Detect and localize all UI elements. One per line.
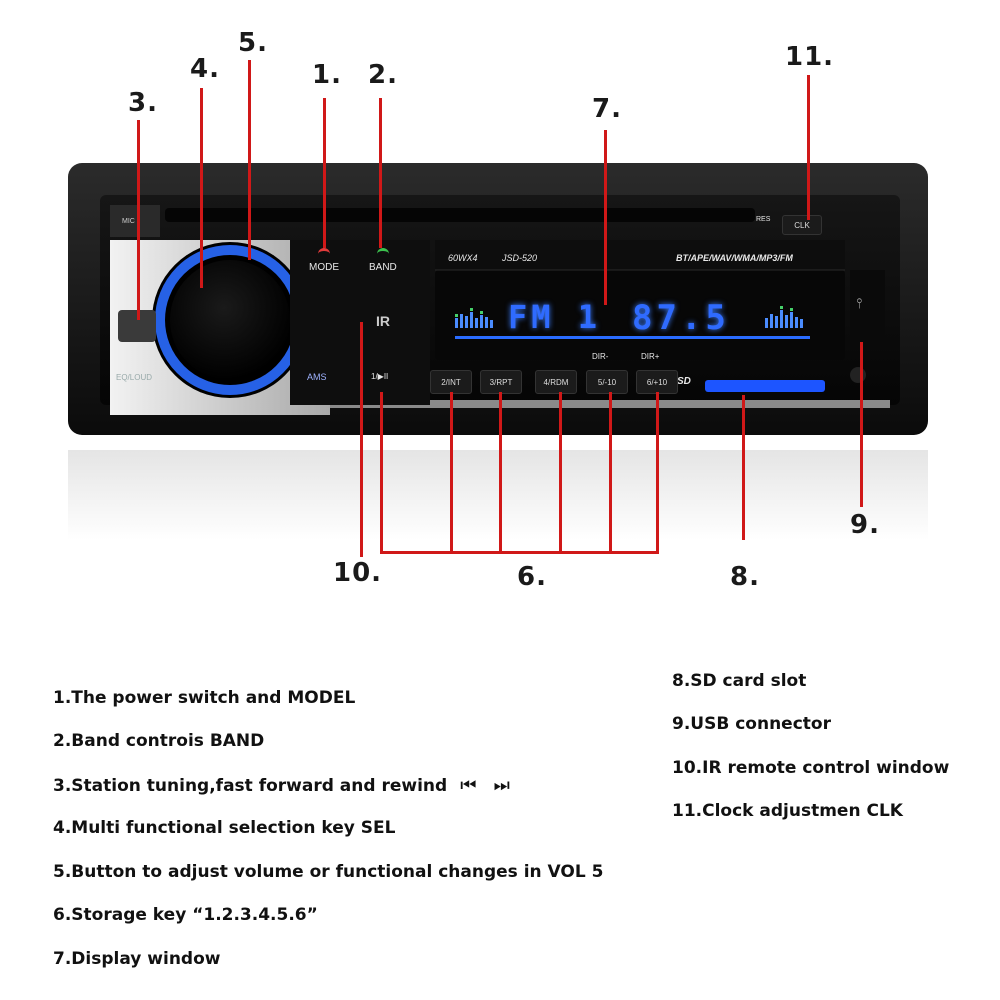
leader-4: [200, 88, 203, 288]
preset-key-2[interactable]: 2/INT: [430, 370, 472, 394]
dir-plus-label: DIR+: [641, 352, 660, 361]
formats-label: BT/APE/WAV/WMA/MP3/FM: [676, 253, 793, 263]
leader-3: [137, 120, 140, 320]
leader-1: [323, 98, 326, 248]
legend-item-2: 2.Band controis BAND: [53, 731, 265, 751]
callout-7: 7.: [592, 94, 622, 124]
callout-9: 9.: [850, 510, 880, 540]
ams-label: AMS: [307, 372, 327, 382]
dir-minus-label: DIR-: [592, 352, 609, 361]
ir-label: IR: [376, 313, 390, 329]
callout-4: 4.: [190, 54, 220, 84]
power-spec-label: 60WX4: [448, 253, 478, 263]
res-label: RES: [756, 216, 771, 223]
preset-key-6[interactable]: 6/+10: [636, 370, 678, 394]
mode-label: MODE: [309, 262, 339, 273]
leader-8: [742, 395, 745, 540]
clk-button[interactable]: CLK: [782, 215, 822, 235]
leader-6-e: [656, 392, 659, 552]
legend-item-4: 4.Multi functional selection key SEL: [53, 818, 396, 838]
rewind-icon: ⏮: [460, 775, 477, 796]
legend-item-5: 5.Button to adjust volume or functional …: [53, 862, 604, 882]
model-label: JSD-520: [502, 253, 538, 263]
callout-10: 10.: [333, 558, 383, 588]
leader-10: [360, 322, 363, 557]
preset-key-3[interactable]: 3/RPT: [480, 370, 522, 394]
mic-label: MIC: [122, 218, 135, 225]
mode-button[interactable]: [318, 248, 330, 259]
leader-6-bracket: [380, 392, 383, 552]
leader-6-b: [499, 392, 502, 552]
leader-2: [379, 98, 382, 248]
leader-6-bar: [380, 551, 659, 554]
eq-loud-label: EQ/LOUD: [116, 373, 153, 382]
clk-label: CLK: [794, 220, 810, 230]
leader-5: [248, 60, 251, 260]
display-band: FM 1: [508, 298, 602, 336]
leader-6-c: [559, 392, 562, 552]
callout-1: 1.: [312, 60, 342, 90]
display-frequency: 87.5: [632, 298, 730, 338]
play-pause-label[interactable]: 1/▶II: [371, 372, 389, 381]
callout-11: 11.: [785, 42, 835, 72]
leader-6-d: [609, 392, 612, 552]
callout-3: 3.: [128, 88, 158, 118]
usb-icon: ⫯: [856, 295, 863, 311]
preset-key-4[interactable]: 4/RDM: [535, 370, 577, 394]
leader-6-a: [450, 392, 453, 552]
legend-item-3-row: 3.Station tuning,fast forward and rewind…: [53, 775, 510, 796]
band-button[interactable]: [377, 248, 389, 259]
callout-2: 2.: [368, 60, 398, 90]
legend-item-9: 9.USB connector: [672, 714, 831, 734]
forward-icon: ⏭: [493, 775, 510, 796]
legend-item-6: 6.Storage key “1.2.3.4.5.6”: [53, 905, 318, 925]
leader-7: [604, 130, 607, 305]
callout-6: 6.: [517, 562, 547, 592]
legend-item-11: 11.Clock adjustmen CLK: [672, 801, 903, 821]
band-label: BAND: [369, 262, 397, 273]
callout-5: 5.: [238, 28, 268, 58]
preset-key-5[interactable]: 5/-10: [586, 370, 628, 394]
legend-item-8: 8.SD card slot: [672, 671, 807, 691]
callout-8: 8.: [730, 562, 760, 592]
legend-item-10: 10.IR remote control window: [672, 758, 950, 778]
leader-11: [807, 75, 810, 220]
sd-label: SD: [677, 376, 691, 387]
legend-item-1: 1.The power switch and MODEL: [53, 688, 356, 708]
car-stereo-unit: [68, 163, 928, 540]
legend-item-3: 3.Station tuning,fast forward and rewind: [53, 776, 448, 796]
leader-9: [860, 342, 863, 507]
legend-item-7: 7.Display window: [53, 949, 221, 969]
